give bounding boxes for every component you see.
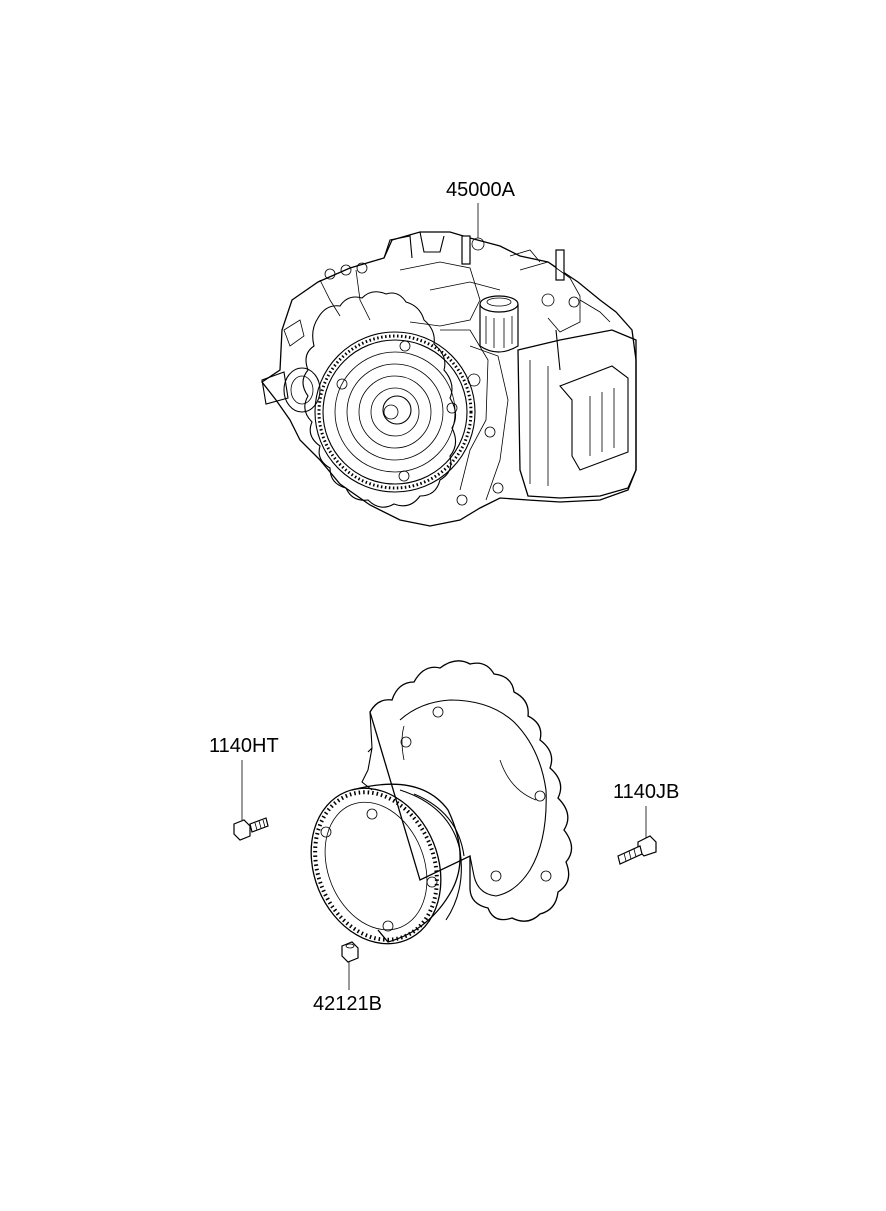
callout-1140ht: 1140HT bbox=[209, 735, 279, 757]
converter-housing-drawing bbox=[310, 660, 573, 945]
callout-42121b: 42121B bbox=[313, 993, 382, 1015]
transaxle-assembly-drawing bbox=[261, 203, 637, 527]
callout-1140jb: 1140JB bbox=[613, 781, 680, 803]
callout-45000a: 45000A bbox=[446, 179, 515, 201]
nut-42121b-drawing bbox=[341, 941, 359, 990]
bolt-1140ht-drawing bbox=[233, 760, 269, 841]
bolt-1140jb-drawing bbox=[617, 806, 657, 865]
